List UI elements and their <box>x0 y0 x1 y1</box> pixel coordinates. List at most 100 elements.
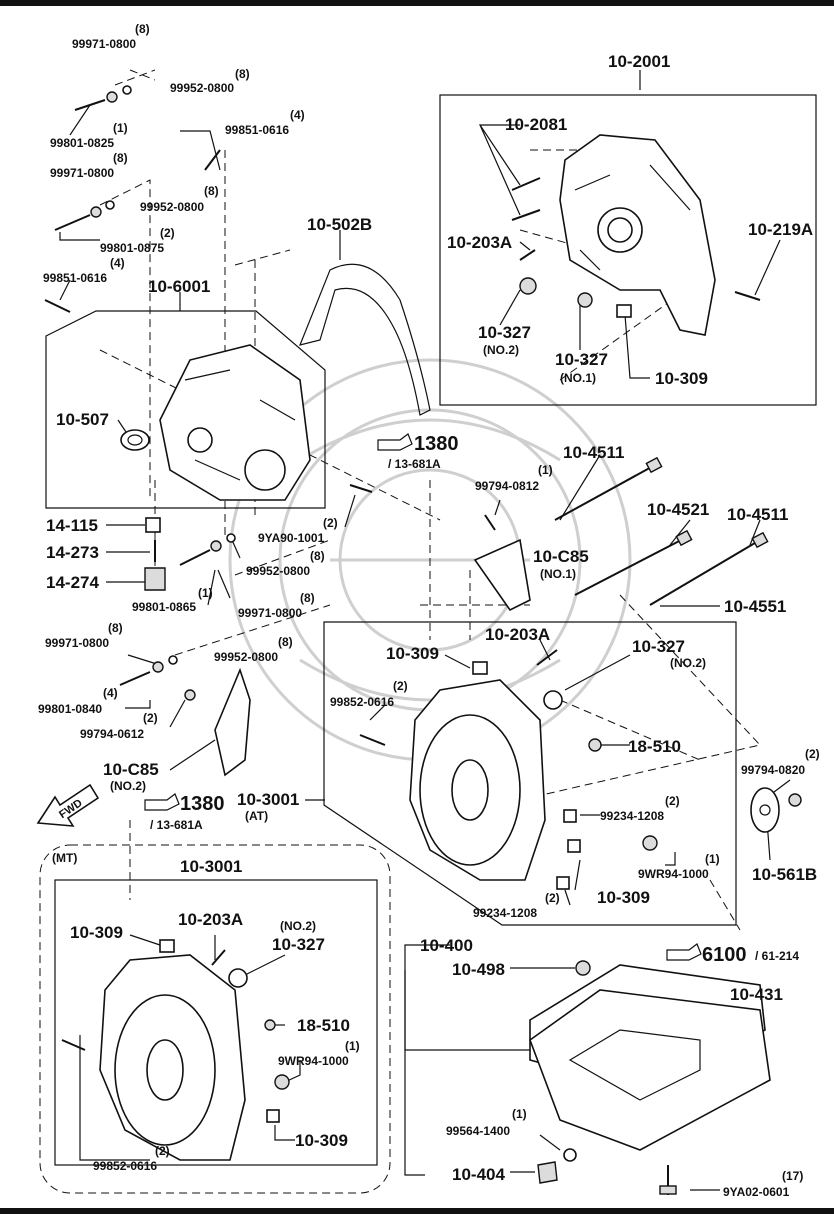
bottom-rule <box>0 1208 834 1214</box>
part-number-label: 99801-0840 <box>38 702 102 716</box>
qty-label: (8) <box>135 22 150 36</box>
part-number-label: 99564-1400 <box>446 1124 510 1138</box>
part-number-label: 10-561B <box>752 865 817 884</box>
part-number-label: 10-327 <box>555 350 608 369</box>
end-housing-mt-part <box>99 954 246 1161</box>
qty-label: (1) <box>705 852 720 866</box>
reference-page-label[interactable]: / 13-681A <box>150 818 203 832</box>
part-number-label: 99234-1208 <box>473 906 537 920</box>
part-number-label: 10-431 <box>730 985 783 1004</box>
reference-page-label[interactable]: / 13-681A <box>388 457 441 471</box>
timing-cover-no2-part <box>214 667 251 777</box>
qty-label: (8) <box>310 549 325 563</box>
qty-label: (17) <box>782 1169 803 1183</box>
part-number-label: 99801-0875 <box>100 241 164 255</box>
front-cover-gasket-part <box>299 263 431 416</box>
part-number-label: 10-400 <box>420 936 473 955</box>
end-housing-mt-inner-box <box>54 879 378 1166</box>
part-number-label: 99971-0800 <box>72 37 136 51</box>
qty-label: (2) <box>393 679 408 693</box>
oil-seal-part <box>120 429 150 451</box>
part-number-label: 14-273 <box>46 543 99 562</box>
part-number-label: 10-219A <box>748 220 813 239</box>
qty-label: (1) <box>113 121 128 135</box>
part-number-label: 99852-0616 <box>330 695 394 709</box>
part-number-label: 9YA90-1001 <box>258 531 325 545</box>
timing-cover-no1-part <box>473 538 531 612</box>
fwd-arrow-icon: FWD <box>36 783 100 827</box>
qty-label: (2) <box>545 891 560 905</box>
tension-bolts <box>554 456 769 606</box>
part-note-label: (NO.2) <box>483 343 519 357</box>
part-number-label: 10-C85 <box>103 760 159 779</box>
part-number-label: 99801-0865 <box>132 600 196 614</box>
part-number-label: 10-309 <box>386 644 439 663</box>
part-number-label: 10-4521 <box>647 500 709 519</box>
qty-label: (8) <box>113 151 128 165</box>
mt-dashed-group <box>39 844 391 1194</box>
reference-page-label[interactable]: / 61-214 <box>755 949 799 963</box>
part-number-label: 99852-0616 <box>93 1159 157 1173</box>
front-cover-assembly-box <box>45 310 326 509</box>
part-number-label: 10-309 <box>70 923 123 942</box>
qty-label: (4) <box>110 256 125 270</box>
part-number-label: 99971-0800 <box>50 166 114 180</box>
part-number-label: 10-203A <box>178 910 243 929</box>
pointing-hand-icon[interactable] <box>666 943 702 961</box>
part-number-label: 10-2001 <box>608 52 670 71</box>
part-number-label: 10-309 <box>597 888 650 907</box>
part-number-label: 10-327 <box>272 935 325 954</box>
part-number-label: 99851-0616 <box>43 271 107 285</box>
part-number-label: 10-3001 <box>237 790 299 809</box>
variant-label: (MT) <box>52 851 77 865</box>
reference-figure-label[interactable]: 1380 <box>180 793 225 815</box>
part-number-label: 10-404 <box>452 1165 505 1184</box>
part-number-label: 99971-0800 <box>238 606 302 620</box>
qty-label: (1) <box>345 1039 360 1053</box>
qty-label: (1) <box>198 586 213 600</box>
qty-label: (2) <box>155 1144 170 1158</box>
part-number-label: 10-327 <box>478 323 531 342</box>
part-number-label: 10-4511 <box>727 505 788 524</box>
qty-label: (2) <box>805 747 820 761</box>
qty-label: (8) <box>108 621 123 635</box>
part-number-label: 10-203A <box>447 233 512 252</box>
qty-label: (2) <box>143 711 158 725</box>
part-number-label: 10-309 <box>295 1131 348 1150</box>
part-number-label: 10-309 <box>655 369 708 388</box>
qty-label: (8) <box>278 635 293 649</box>
part-note-label: (NO.2) <box>110 779 146 793</box>
reference-figure-label[interactable]: 1380 <box>414 433 459 455</box>
pointing-hand-icon[interactable] <box>144 793 180 811</box>
part-number-label: 99851-0616 <box>225 123 289 137</box>
qty-label: (8) <box>235 67 250 81</box>
part-number-label: 14-274 <box>46 573 99 592</box>
reference-figure-label[interactable]: 6100 <box>702 944 747 966</box>
front-cover-box <box>439 94 817 406</box>
part-labels: (8) 99971-0800 (8) 99952-0800 (1) 99801-… <box>38 22 820 1199</box>
qty-label: (1) <box>512 1107 527 1121</box>
part-number-label: 99971-0800 <box>45 636 109 650</box>
small-fasteners <box>44 85 802 1195</box>
part-number-label: 9WR94-1000 <box>278 1054 349 1068</box>
part-note-label: (NO.2) <box>280 919 316 933</box>
qty-label: (8) <box>204 184 219 198</box>
part-number-label: 99794-0812 <box>475 479 539 493</box>
gasket-561b-part <box>750 787 780 833</box>
qty-label: (4) <box>290 108 305 122</box>
end-housing-at-part <box>409 679 546 881</box>
part-note-label: (NO.1) <box>540 567 576 581</box>
assembly-dashed-lines <box>99 69 761 931</box>
part-number-label: 99794-0820 <box>741 763 805 777</box>
part-note-label: (NO.2) <box>670 656 706 670</box>
front-cover-part <box>559 134 716 336</box>
part-number-label: 10-507 <box>56 410 109 429</box>
pointing-hand-icon[interactable] <box>377 433 413 451</box>
qty-label: (8) <box>300 591 315 605</box>
front-cover-assembly-part <box>159 344 311 501</box>
top-rule <box>0 0 834 6</box>
qty-label: (4) <box>103 686 118 700</box>
part-number-label: 99801-0825 <box>50 136 114 150</box>
part-number-label: 9WR94-1000 <box>638 867 709 881</box>
